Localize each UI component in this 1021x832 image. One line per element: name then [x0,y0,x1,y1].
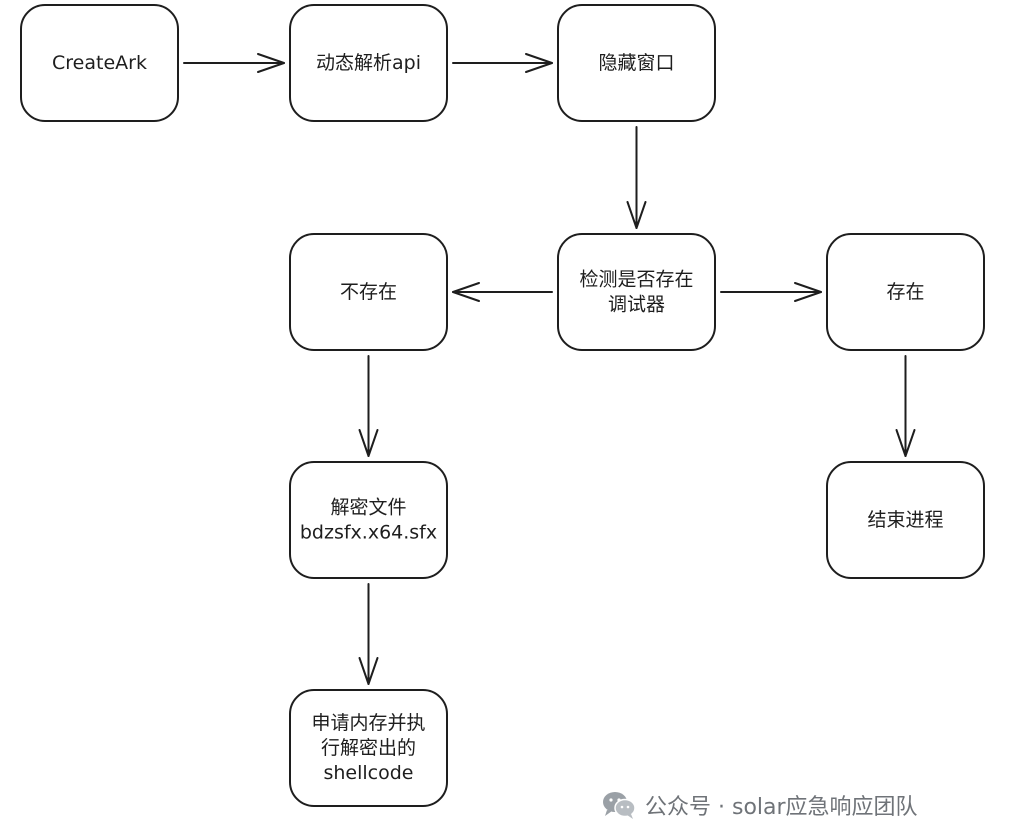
edge-create-ark-to-dynamic-resolve-api [183,53,285,73]
edge-decrypt-file-to-alloc-exec-shellcode [358,583,379,685]
node-label-line: 解密文件 [330,497,406,519]
node-box [289,461,448,579]
node-label-line: 隐藏窗口 [598,52,674,74]
edge-detect-debugger-to-exist [720,282,822,302]
node-box [20,4,179,122]
edge-exist-to-end-process [895,355,916,457]
node-label-line: 检测是否存在 [579,269,693,291]
arrowhead [452,282,480,302]
arrowhead [358,657,379,685]
node-box [289,233,448,351]
wechat-icon [603,792,636,819]
node-create-ark: CreateArk [20,4,179,122]
node-dynamic-resolve-api: 动态解析api [289,4,448,122]
node-label-line: 不存在 [340,281,397,303]
node-end-process: 结束进程 [826,461,985,579]
node-label-line: 存在 [886,281,924,303]
node-box [826,461,985,579]
node-label-line: 行解密出的 [321,737,416,759]
arrowhead [626,201,647,229]
arrowhead [895,429,916,457]
node-label-line: bdzsfx.x64.sfx [300,522,437,544]
node-label-line: CreateArk [52,52,147,74]
node-box [826,233,985,351]
node-box [289,689,448,807]
edge-detect-debugger-to-not-exist [452,282,553,302]
node-exist: 存在 [826,233,985,351]
node-hide-window: 隐藏窗口 [557,4,716,122]
node-box [289,4,448,122]
node-label-line: shellcode [323,762,413,784]
node-box [557,233,716,351]
watermark-text: 公众号 · solar应急响应团队 [645,795,918,820]
edge-not-exist-to-decrypt-file [358,355,379,457]
arrowhead [257,53,285,73]
watermark: 公众号 · solar应急响应团队 [601,787,918,823]
node-label-line: 动态解析api [316,52,421,74]
edges-layer [183,53,916,685]
arrowhead [794,282,822,302]
arrowhead [525,53,553,73]
arrowhead [358,429,379,457]
node-box [557,4,716,122]
node-decrypt-file: 解密文件 bdzsfx.x64.sfx [289,461,448,579]
node-label-line: 申请内存并执 [311,712,425,734]
node-label-line: 调试器 [608,294,665,316]
node-label-line: 结束进程 [867,509,943,531]
node-not-exist: 不存在 [289,233,448,351]
edge-dynamic-resolve-api-to-hide-window [452,53,553,73]
edge-hide-window-to-detect-debugger [626,126,647,229]
